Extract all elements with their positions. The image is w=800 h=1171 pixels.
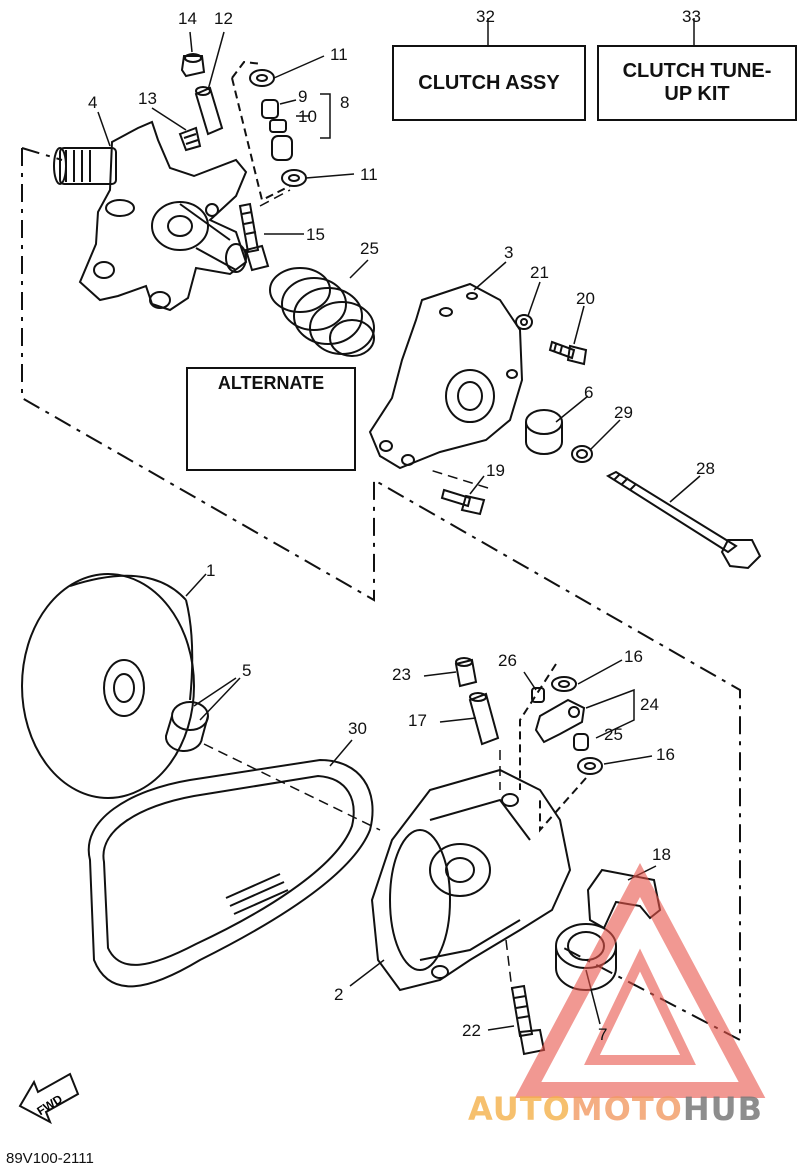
watermark-text: AUTOMOTOHUB	[468, 1090, 763, 1128]
part-6-bushing	[525, 409, 563, 455]
dash-bracket	[231, 60, 291, 202]
part-4-spider-hub	[53, 120, 248, 312]
part-30-drive-belt	[87, 758, 374, 988]
label-part-15: 14	[178, 9, 197, 28]
label-part-9: 9	[298, 87, 308, 106]
label-part-11a: 11	[330, 45, 348, 64]
label-part-7: 7	[598, 1025, 608, 1044]
part-29-ring	[571, 445, 593, 463]
label-part-16a: 16	[624, 647, 643, 666]
part-11-washer-bottom	[281, 169, 307, 187]
watermark-part-moto: MOTO	[570, 1090, 683, 1128]
part-20-bolt	[548, 340, 588, 366]
label-part-27: 25	[360, 239, 379, 258]
part-24-weight	[534, 698, 586, 744]
label-part-28: 28	[696, 459, 715, 478]
part-3-cover	[368, 282, 524, 470]
label-part-25: 25	[604, 725, 623, 744]
label-part-5: 5	[242, 661, 252, 680]
part-5-bushing	[164, 701, 209, 753]
part-26-screw	[531, 687, 545, 703]
triangle-logo-icon	[514, 863, 766, 1098]
label-part-1: 1	[206, 561, 216, 580]
label-part-3: 3	[504, 243, 514, 262]
label-part-16b: 16	[656, 745, 675, 764]
part-2-sliding-sheave	[370, 768, 572, 992]
label-part-22: 22	[462, 1021, 481, 1040]
alternate-box: ALTERNATE	[186, 367, 356, 471]
part-27-spring	[269, 267, 375, 357]
clutch-assy-text: CLUTCH ASSY	[418, 71, 560, 94]
assembly-outline	[21, 147, 741, 1042]
part-18-slider	[586, 868, 662, 930]
part-14-bolt	[238, 202, 270, 272]
part-23-nut	[454, 657, 478, 688]
part-9-10-roller	[261, 99, 293, 161]
label-part-19: 19	[486, 461, 505, 480]
label-part-18: 18	[652, 845, 671, 864]
label-part-20: 20	[576, 289, 595, 308]
label-part-14: 15	[306, 225, 325, 244]
part-16-washer-top	[551, 676, 577, 692]
alternate-text: ALTERNATE	[217, 373, 325, 393]
watermark-part-auto: AUTO	[468, 1090, 571, 1128]
part-28-long-bolt	[605, 470, 762, 570]
part-15-nut	[180, 53, 206, 78]
clutch-assy-box: CLUTCH ASSY	[392, 45, 586, 121]
label-part-30: 30	[348, 719, 367, 738]
label-part-13: 13	[138, 89, 157, 108]
part-22-bolt	[510, 984, 546, 1056]
label-part-26: 26	[498, 651, 517, 670]
label-part-23: 23	[392, 665, 411, 684]
part-21-nut	[515, 314, 533, 330]
label-part-33: 33	[682, 7, 701, 26]
label-part-32: 32	[476, 7, 495, 26]
label-part-21: 21	[530, 263, 549, 282]
part-17-pin	[468, 692, 500, 746]
clutch-tune-up-kit-text: CLUTCH TUNE-UP KIT	[622, 60, 772, 105]
part-25-roller	[573, 733, 589, 751]
clutch-tune-up-kit-box: CLUTCH TUNE-UP KIT	[597, 45, 797, 121]
part-16-washer-bottom	[577, 757, 603, 775]
part-11-washer-top	[249, 69, 275, 87]
watermark-part-hub: HUB	[682, 1090, 764, 1128]
label-part-8: 8	[340, 93, 350, 112]
label-part-6: 6	[584, 383, 594, 402]
label-part-2: 2	[334, 985, 344, 1004]
label-part-10: 10	[298, 107, 317, 126]
part-19-bolt	[440, 488, 486, 516]
part-12-pin	[194, 86, 224, 136]
label-part-24: 24	[640, 695, 659, 714]
label-part-17: 17	[408, 711, 427, 730]
part-13-screw	[178, 126, 202, 152]
fwd-arrow-icon	[18, 1072, 80, 1125]
label-part-4: 4	[88, 93, 98, 112]
label-part-12: 12	[214, 9, 233, 28]
label-part-29: 29	[614, 403, 633, 422]
part-1-fixed-sheave	[21, 573, 195, 799]
label-part-11b: 11	[360, 165, 378, 184]
diagram-code: 89V100-2111	[6, 1150, 94, 1167]
